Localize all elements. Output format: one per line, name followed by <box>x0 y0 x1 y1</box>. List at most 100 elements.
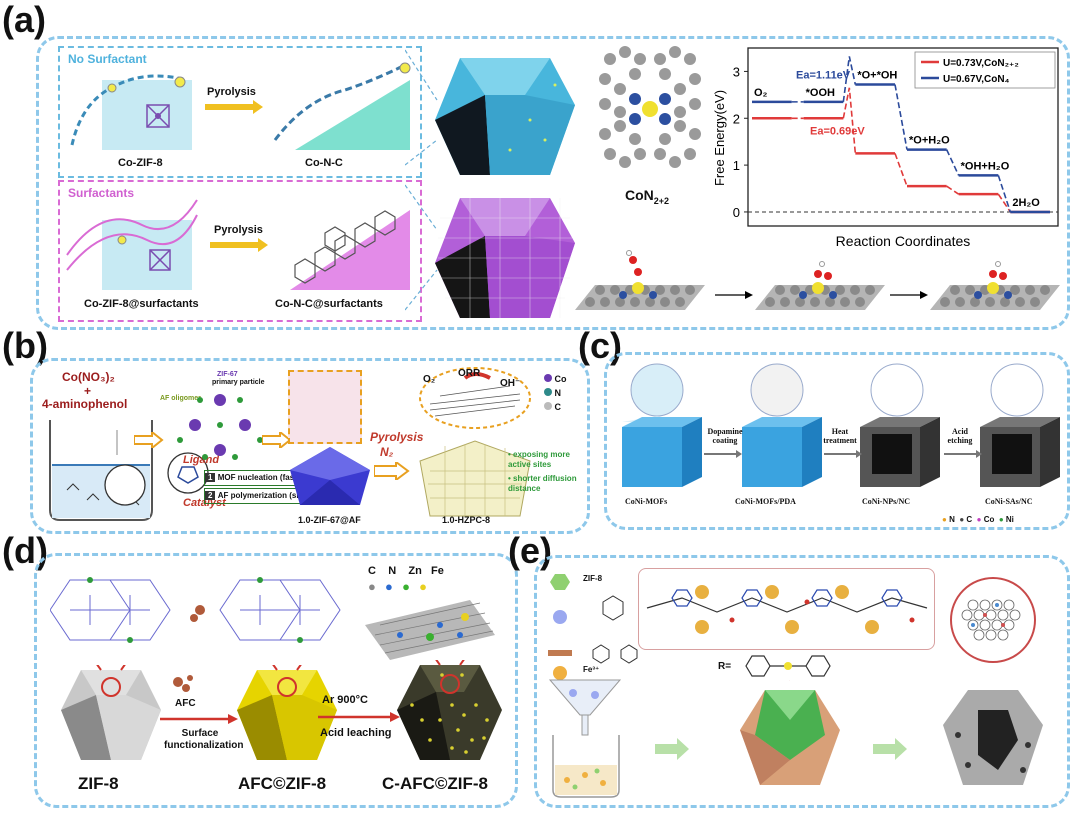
pyrolysis-arrow-1 <box>205 100 263 114</box>
arrow-e-1 <box>655 738 689 760</box>
legend-c-c: ● C <box>959 515 973 524</box>
co-zif8-label: Co-ZIF-8 <box>118 157 163 169</box>
surface-label: Surface functionalization <box>164 728 244 751</box>
con22-label-sub: 2+2 <box>653 195 670 206</box>
series-0-barrier <box>842 87 857 154</box>
afc-zif8-label: AFC©ZIF-8 <box>238 774 327 793</box>
primary-label: primary particle <box>212 379 265 386</box>
legend-b: Co N C <box>544 372 567 414</box>
legend-series-2: U=0.67V,CoN₄ <box>943 74 1010 85</box>
reagent-1: Co(NO₃)₂ <box>62 370 115 384</box>
zoom-box-b <box>288 370 362 444</box>
legend-d-dots: ● ● ● ● <box>368 579 427 594</box>
legend-c: ● N ● C ● Co ● Ni <box>942 515 1014 524</box>
step-label-5: 2H₂O <box>1012 197 1040 209</box>
step-label-2: *O+*OH <box>857 70 897 82</box>
r-label: R= <box>718 661 732 672</box>
y-tick-label-2: 2 <box>733 111 740 126</box>
cube-1-label: CoNi-MOFs <box>625 497 668 506</box>
chart-legend: U=0.73V,CoN₂₊₂ U=0.67V,CoN₄ <box>914 51 1056 89</box>
panel-c-cubes <box>622 363 1060 487</box>
product-1-label: 1.0-ZIF-67@AF <box>298 515 361 525</box>
arrow-c-2-label: Heat treatment <box>823 427 857 445</box>
co-zif8-surf-structure <box>66 199 198 290</box>
barrier-label-red: Ea=0.69eV <box>810 126 865 138</box>
panel-b <box>30 358 590 534</box>
afc-zif8-polyhedron <box>237 665 337 760</box>
precursor-icons <box>548 574 638 680</box>
arrow-e-2 <box>873 738 907 760</box>
reagent-2: + <box>84 384 92 398</box>
reagent-3: 4-aminophenol <box>42 397 128 411</box>
arrow-b-3 <box>374 462 410 480</box>
legend-d-n: N <box>388 565 397 577</box>
co-n-c-surf-structure <box>290 210 410 290</box>
arrow-c-1-label: Dopamine coating <box>707 427 743 445</box>
fe-label-e: Fe³⁺ <box>583 665 600 674</box>
chart-x-label: Reaction Coordinates <box>836 233 971 249</box>
barrier-label-blue: Ea=1.11eV <box>796 69 851 81</box>
arrow-d-1 <box>160 714 238 724</box>
cube-3-label: CoNi-NPs/NC <box>862 497 910 506</box>
ar-label: Ar 900°C <box>322 694 368 706</box>
step-1-num: 1 <box>205 473 216 482</box>
polymer-chain <box>646 585 928 634</box>
legend-c-ni: ● Ni <box>998 515 1014 524</box>
co-zif8-surf-label: Co-ZIF-8@surfactants <box>84 298 199 310</box>
fe-zif8-polyhedron <box>740 680 840 785</box>
step-2-text: AF polymerization (slow) <box>217 491 313 500</box>
con22-molecule <box>599 46 701 168</box>
con22-label: CoN2+2 <box>625 187 669 206</box>
bullet-2: • shorter diffusion distance <box>508 474 577 493</box>
series-1-connector-2 <box>894 84 908 150</box>
zif8-frameworks <box>50 577 341 643</box>
arrow-d-2 <box>318 712 400 722</box>
surfactants-title: Surfactants <box>68 186 135 200</box>
step-1-text: MOF nucleation (fast) <box>217 473 300 482</box>
fe-n-c-sheet <box>365 600 495 660</box>
step-2-num: 2 <box>205 491 216 500</box>
arrow-b-2 <box>262 432 292 448</box>
step-label-3: *O+H₂O <box>909 135 950 147</box>
pyrolysis-label-2: Pyrolysis <box>214 224 263 236</box>
polymer-box <box>638 568 935 650</box>
zif8-label-d: ZIF-8 <box>78 774 119 793</box>
pyrolysis-label-1: Pyrolysis <box>207 86 256 98</box>
series-1-barrier <box>842 56 857 102</box>
legend-c-n: ● N <box>942 515 955 524</box>
afc-label: AFC <box>175 698 196 709</box>
arrow-b-1 <box>134 432 164 448</box>
reaction-snapshots <box>575 250 1060 310</box>
acid-label: Acid leaching <box>320 727 392 739</box>
series-0-connector-3 <box>946 185 960 195</box>
legend-b-co-label: Co <box>554 374 567 384</box>
step-label-1: *OOH <box>806 87 835 99</box>
legend-b-co: Co <box>544 372 567 386</box>
y-tick-label-0: 0 <box>733 205 740 220</box>
panel-a <box>36 36 1070 330</box>
panel-e <box>534 555 1070 808</box>
legend-d-c: C <box>368 565 376 577</box>
porous-carbon-zoom <box>943 577 1043 785</box>
co-n-c-label: Co-N-C <box>305 157 343 169</box>
legend-d: C N Zn Fe ● ● ● ● <box>368 565 444 594</box>
panel-d <box>34 553 518 808</box>
pyrolysis-arrow-2 <box>210 238 268 252</box>
cube-2-label: CoNi-MOFs/PDA <box>735 497 796 506</box>
afc-molecule <box>173 675 193 692</box>
surfactant-box <box>58 180 422 322</box>
zif67-af-polyhedron <box>290 447 370 505</box>
catalyst-circles <box>104 452 209 506</box>
legend-c-co: ● Co <box>976 515 995 524</box>
legend-b-n: N <box>544 386 567 400</box>
no-surfactant-title: No Surfactant <box>68 52 147 66</box>
y-tick-label-1: 1 <box>733 158 740 173</box>
legend-b-c: C <box>544 400 567 414</box>
ligand-label: Ligand <box>183 454 220 466</box>
c-afc-zif8-label: C-AFC©ZIF-8 <box>382 774 489 793</box>
zif8-label-e: ZIF-8 <box>583 574 603 583</box>
series-1-connector-3 <box>945 149 960 176</box>
cube-4-label: CoNi-SAs/NC <box>985 497 1033 506</box>
